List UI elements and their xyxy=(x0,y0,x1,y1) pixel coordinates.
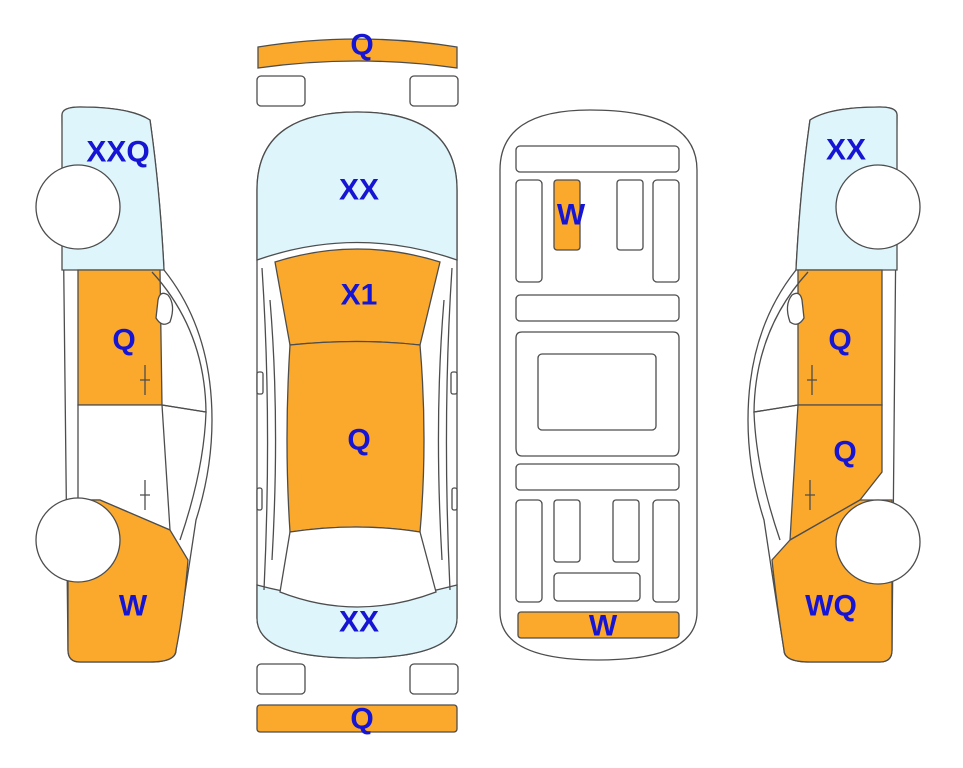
underbody-view: W W xyxy=(499,109,698,661)
right-mirror xyxy=(450,371,458,395)
left-sill xyxy=(261,267,269,591)
hood-panel[interactable] xyxy=(256,111,458,261)
underbody-rear-crossmember xyxy=(515,463,680,491)
left-side-view: XXQ Q W xyxy=(35,106,213,663)
right-sill-inner xyxy=(437,299,445,561)
front-right-headlight xyxy=(409,75,459,107)
underbody-front-member-right xyxy=(616,179,644,251)
left-rear-handle xyxy=(140,480,150,510)
rear-bumper-panel[interactable] xyxy=(256,704,458,733)
underbody-rear-right-rail xyxy=(652,499,680,603)
front-bumper-panel[interactable] xyxy=(257,38,458,69)
left-rear-wheel xyxy=(35,497,121,583)
right-rear-wheel xyxy=(835,499,921,585)
underbody-rear-right-member xyxy=(612,499,640,563)
underbody-rear-panel[interactable] xyxy=(517,611,680,639)
left-sill-inner xyxy=(269,299,277,561)
right-front-handle xyxy=(807,365,817,395)
underbody-rear-left-rail xyxy=(515,499,543,603)
underbody-front-member[interactable] xyxy=(553,179,581,251)
front-bumper[interactable]: Q xyxy=(257,29,458,69)
right-mirror-side xyxy=(786,292,805,325)
left-front-wheel xyxy=(35,164,121,250)
top-view: XX X1 Q XX xyxy=(256,111,458,659)
right-front-wheel xyxy=(835,164,921,250)
underbody-front-crossmember xyxy=(515,145,680,173)
rear-left-lamp xyxy=(256,663,306,695)
underbody-left-rail xyxy=(515,179,543,283)
right-handle xyxy=(451,487,458,511)
roof-code: Q xyxy=(347,424,370,457)
underbody-rear-panel-code: W xyxy=(589,610,618,643)
right-rear-handle xyxy=(805,480,815,510)
underbody-spare-well xyxy=(553,572,641,602)
right-front-fender-code: XX xyxy=(826,134,866,167)
underbody-mid-crossmember xyxy=(515,294,680,322)
right-front-window xyxy=(753,271,809,413)
rear-right-lamp xyxy=(409,663,459,695)
left-front-handle xyxy=(140,365,150,395)
rear-bumper[interactable]: Q xyxy=(256,703,458,736)
right-rear-door-code: Q xyxy=(833,436,856,469)
right-rear-door[interactable] xyxy=(789,404,883,542)
hood-code: XX xyxy=(339,174,379,207)
right-rear-window xyxy=(753,404,799,541)
left-front-fender-code: XXQ xyxy=(86,136,149,169)
right-sill xyxy=(445,267,453,591)
left-handle xyxy=(256,487,263,511)
right-side-view: XX Q Q WQ xyxy=(747,106,921,663)
right-front-door-code: Q xyxy=(828,324,851,357)
left-rear-quarter-code: W xyxy=(119,590,148,623)
underbody-right-rail xyxy=(652,179,680,283)
front-left-headlight xyxy=(256,75,306,107)
left-front-window xyxy=(151,271,207,413)
left-rear-window xyxy=(161,404,207,541)
left-mirror-side xyxy=(155,292,174,325)
rear-bumper-code: Q xyxy=(350,703,373,736)
rear-window xyxy=(279,526,437,608)
right-rear-quarter-code: WQ xyxy=(805,590,857,623)
trunk-code: XX xyxy=(339,606,379,639)
underbody-rear-left-member xyxy=(553,499,581,563)
underbody-front-member-code: W xyxy=(557,199,586,232)
front-bumper-code: Q xyxy=(350,29,373,62)
windshield-code: X1 xyxy=(341,279,378,312)
left-front-door-code: Q xyxy=(112,324,135,357)
underbody-tunnel xyxy=(537,353,657,431)
left-mirror xyxy=(256,371,264,395)
